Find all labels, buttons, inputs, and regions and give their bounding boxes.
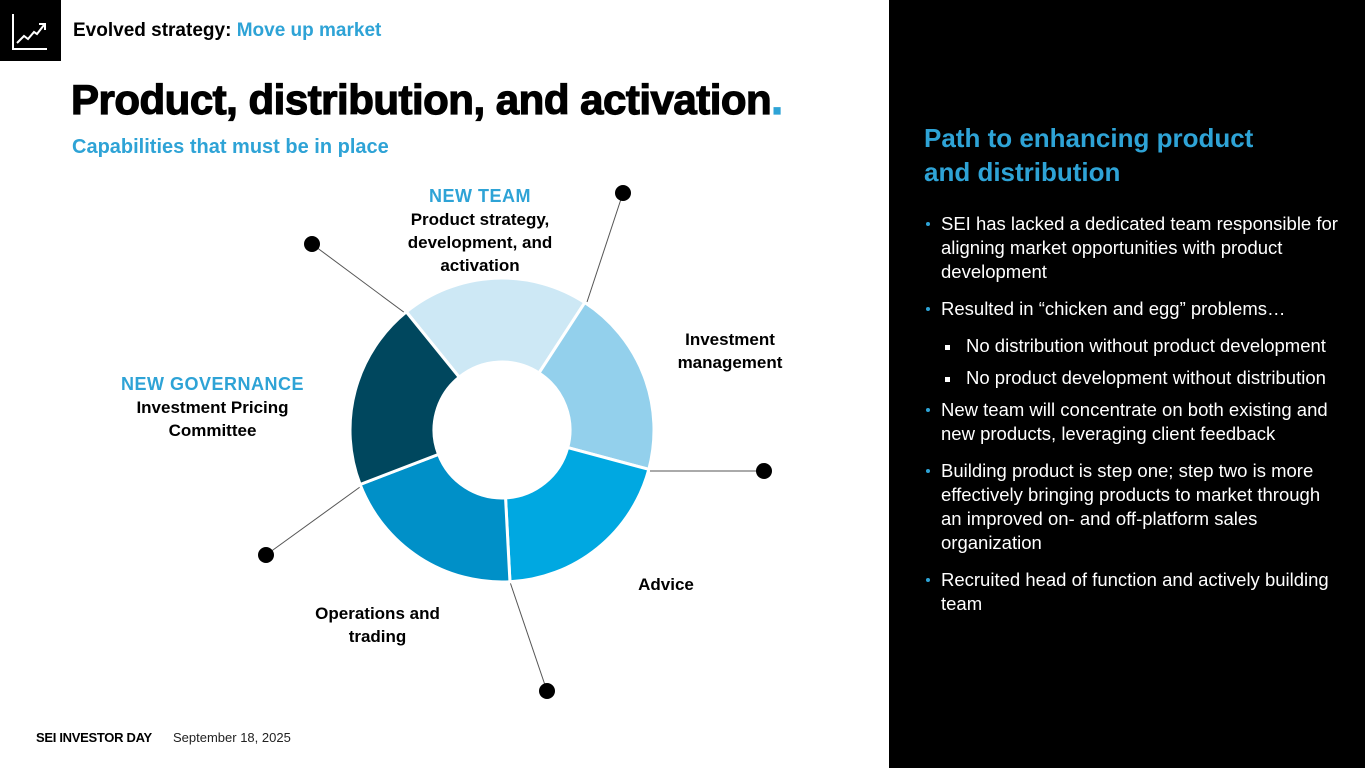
footer-date: September 18, 2025 — [173, 730, 291, 745]
bullet-list: SEI has lacked a dedicated team responsi… — [924, 212, 1344, 629]
leader-line — [586, 192, 624, 303]
segment-operations-and-trading — [358, 452, 512, 584]
page-title: Product, distribution, and activation. — [70, 75, 784, 124]
bullet: SEI has lacked a dedicated team responsi… — [924, 212, 1344, 284]
label-new-governance: NEW GOVERNANCE Investment Pricing Commit… — [105, 373, 320, 442]
footer-brand: SEI INVESTOR DAY — [36, 730, 152, 745]
title-period: . — [771, 75, 784, 123]
kicker-accent: Move up market — [236, 20, 382, 41]
segment-product-strategy — [404, 276, 587, 380]
page-subtitle: Capabilities that must be in place — [72, 136, 389, 158]
leader-dot — [756, 463, 772, 479]
label-operations: Operations and trading — [315, 604, 440, 646]
leader-dot — [539, 683, 555, 699]
section-kicker: Evolved strategy: Move up market — [73, 20, 381, 42]
segment-investment-management — [536, 300, 656, 472]
new-governance-text: Investment Pricing Committee — [136, 398, 289, 440]
kicker-prefix: Evolved strategy: — [73, 20, 232, 41]
bullet: Recruited head of function and actively … — [924, 568, 1344, 616]
leader-line — [311, 243, 406, 314]
panel-title: Path to enhancing product and distributi… — [924, 123, 1254, 187]
segment-advice — [503, 445, 651, 584]
sub-bullet: No product development without distribut… — [924, 366, 1344, 390]
trend-chart-icon — [0, 0, 61, 61]
segment-investment-pricing-committee — [348, 309, 462, 487]
new-team-text: Product strategy, development, and activ… — [407, 210, 553, 275]
new-team-tag: NEW TEAM — [429, 186, 531, 206]
leader-line — [265, 486, 361, 556]
bullet: Resulted in “chicken and egg” problems… — [924, 297, 1344, 321]
leader-dot — [258, 547, 274, 563]
sub-bullet: No distribution without product developm… — [924, 334, 1344, 358]
label-new-team: NEW TEAM Product strategy, development, … — [395, 185, 565, 277]
leader-dot — [615, 185, 631, 201]
label-investment-management: Investment management — [677, 330, 783, 372]
leader-line — [509, 581, 548, 692]
side-panel: Path to enhancing product and distributi… — [889, 0, 1365, 768]
capabilities-donut — [258, 185, 772, 699]
title-text: Product, distribution, and activation — [70, 75, 772, 123]
bullet: Building product is step one; step two i… — [924, 459, 1344, 555]
label-advice: Advice — [638, 575, 694, 594]
leader-dot — [304, 236, 320, 252]
bullet: New team will concentrate on both existi… — [924, 398, 1344, 446]
new-governance-tag: NEW GOVERNANCE — [120, 374, 304, 394]
